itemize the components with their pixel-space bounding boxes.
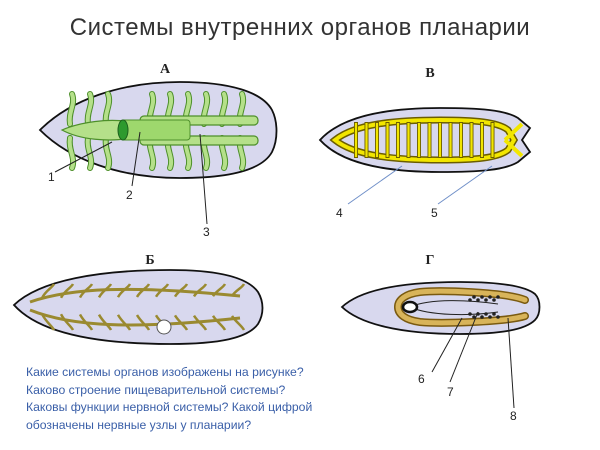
testis-dot: [492, 312, 496, 316]
testis-dot: [496, 315, 500, 319]
copulatory-organ: [401, 300, 419, 314]
excretory-branch: [173, 314, 189, 331]
excretory-branch: [211, 283, 227, 297]
excretory-branch: [97, 283, 113, 299]
testis-dot: [472, 315, 476, 319]
excretory-canal-upper: [29, 287, 241, 304]
callout-line-5: [437, 165, 493, 205]
excretory-branch: [116, 314, 132, 331]
digestive-branch-fill: [67, 92, 76, 126]
callout-lines: [54, 131, 515, 409]
excretory-branch: [135, 314, 151, 331]
testis-dot: [468, 312, 472, 316]
callout-6: 6: [418, 372, 425, 386]
nerve-commissures: [354, 122, 495, 158]
callout-lines-blue: [347, 165, 493, 205]
question-line-2: Каково строение пищеварительной системы?: [26, 382, 286, 397]
testis-dot: [488, 295, 492, 299]
excretory-branch: [97, 313, 113, 331]
excretory-branch: [154, 283, 170, 298]
digestive-branch-fill: [103, 136, 112, 170]
testis-dot: [492, 298, 496, 302]
testis-dot: [468, 298, 472, 302]
pharynx-opening: [117, 119, 129, 141]
callout-line-6: [431, 317, 463, 373]
callout-line-1: [54, 141, 113, 173]
question-line-1: Какие системы органов изображены на рису…: [26, 365, 304, 379]
panel-v-nervous: В: [318, 66, 532, 173]
testis-dot: [496, 295, 500, 299]
callout-5: 5: [431, 206, 438, 220]
panel-b-excretory: Б: [12, 253, 264, 345]
panel-a-letter: А: [160, 62, 171, 77]
question-line-4: обозначены нервные узлы у планарии?: [26, 417, 252, 432]
testis-dot: [484, 312, 488, 316]
testis-dot: [480, 295, 484, 299]
testis-dot: [488, 315, 492, 319]
excretory-branch: [59, 313, 75, 331]
excretory-branch: [192, 283, 208, 298]
callout-7: 7: [447, 385, 454, 399]
digestive-branch-fill: [85, 92, 94, 126]
excretory-branch: [211, 315, 227, 331]
excretory-branch: [59, 283, 75, 299]
panel-b-letter: Б: [145, 253, 154, 268]
callout-line-3: [199, 133, 208, 225]
excretory-branch: [116, 283, 132, 298]
excretory-branch: [230, 315, 246, 331]
panel-v-letter: В: [425, 66, 434, 81]
excretory-branch: [192, 314, 208, 331]
pharynx: [119, 119, 191, 141]
excretory-branch: [78, 283, 94, 299]
testis-dot: [476, 298, 480, 302]
question-text: Какие системы органов изображены на рису…: [26, 364, 406, 434]
excretory-branch: [40, 313, 56, 331]
callout-8: 8: [510, 409, 517, 423]
panel-b-pharynx-ring: [156, 319, 172, 335]
digestive-branch-fill: [67, 136, 76, 170]
callout-4: 4: [336, 206, 343, 220]
excretory-branch: [135, 283, 151, 298]
excretory-branch: [173, 283, 189, 298]
testis-dot: [484, 298, 488, 302]
excretory-branch: [78, 313, 94, 331]
callout-line-8: [507, 317, 515, 409]
excretory-branch: [40, 283, 56, 299]
excretory-canal-lower: [29, 308, 241, 327]
nerve-head-branch: [503, 122, 524, 158]
excretory-branch: [230, 283, 246, 297]
page-title: Системы внутренних органов планарии: [69, 14, 531, 41]
question-line-3: Каковы функции нервной системы? Какой ци…: [26, 400, 313, 414]
testis-dot: [480, 315, 484, 319]
callout-3: 3: [203, 225, 210, 239]
callout-2: 2: [126, 188, 133, 202]
nerve-cord-inner: [331, 117, 517, 163]
callout-1: 1: [48, 170, 55, 184]
callout-line-2: [131, 131, 141, 187]
callout-line-4: [347, 165, 403, 205]
excretory-branches: [40, 283, 246, 331]
callout-line-7: [449, 311, 479, 383]
panel-a-digestive: А: [38, 62, 278, 179]
testis-dot: [472, 295, 476, 299]
panel-b-body: [12, 269, 264, 345]
panel-g-reproductive: Г: [340, 253, 541, 335]
panel-g-letter: Г: [426, 253, 435, 268]
